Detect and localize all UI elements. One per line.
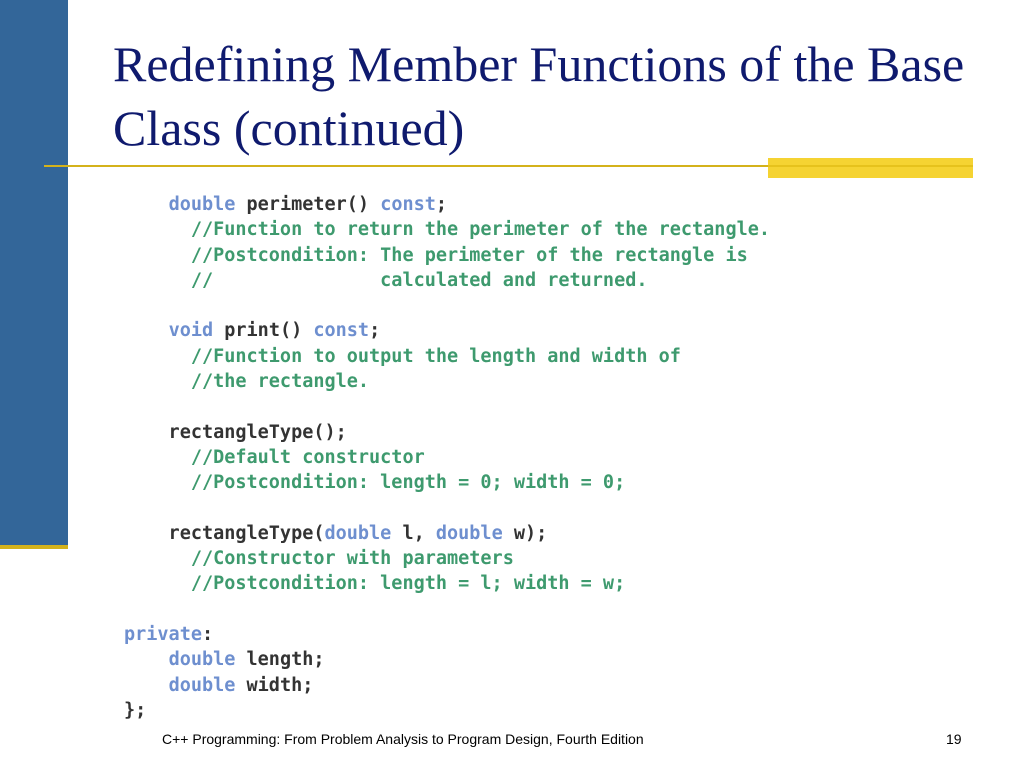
code-text (124, 548, 191, 569)
code-text: }; (124, 699, 147, 721)
code-comment: //Postcondition: length = 0; width = 0; (190, 472, 626, 494)
code-text: width; (235, 674, 314, 696)
code-keyword: const (313, 320, 370, 342)
title-accent-line (768, 165, 973, 167)
code-comment: //Default constructor (190, 446, 425, 468)
code-text (124, 270, 191, 291)
left-sidebar-accent (0, 545, 68, 549)
code-text (124, 472, 191, 493)
code-line: //Postcondition: The perimeter of the re… (124, 243, 984, 268)
code-line (124, 293, 984, 318)
code-comment: //Function to return the perimeter of th… (190, 219, 771, 241)
code-text (124, 675, 169, 696)
code-comment: //Postcondition: length = l; width = w; (190, 573, 626, 595)
code-text (124, 245, 191, 266)
code-text (124, 194, 169, 215)
title-underline (44, 165, 768, 167)
code-line: // calculated and returned. (124, 268, 984, 293)
code-block: double perimeter() const; //Function to … (124, 192, 984, 723)
code-comment: //Postcondition: The perimeter of the re… (190, 244, 748, 266)
code-text (124, 346, 191, 367)
code-line: void print() const; (124, 318, 984, 343)
code-comment: //Function to output the length and widt… (190, 345, 681, 367)
code-text (124, 219, 191, 240)
code-line: //Postcondition: length = l; width = w; (124, 571, 984, 596)
code-line (124, 496, 984, 521)
code-text: : (201, 624, 214, 646)
code-comment: // calculated and returned. (190, 269, 648, 291)
code-line: //Constructor with parameters (124, 546, 984, 571)
code-line (124, 597, 984, 622)
code-text: ; (435, 194, 448, 215)
code-text: ; (369, 320, 381, 342)
code-line: }; (124, 698, 984, 723)
left-sidebar-bar (0, 0, 68, 545)
code-keyword: double (435, 522, 503, 544)
code-text (124, 447, 191, 468)
code-text: print() (213, 320, 314, 342)
code-line: //Postcondition: length = 0; width = 0; (124, 470, 984, 495)
code-text: l, (391, 522, 436, 544)
page-number: 19 (946, 731, 962, 747)
slide-title: Redefining Member Functions of the Base … (113, 36, 965, 156)
slide-footer: C++ Programming: From Problem Analysis t… (162, 731, 644, 747)
code-line: double perimeter() const; (124, 192, 984, 217)
code-line: //the rectangle. (124, 369, 984, 394)
code-text: w); (502, 522, 548, 544)
code-line: //Function to return the perimeter of th… (124, 217, 984, 242)
code-keyword: double (168, 194, 236, 215)
code-text (124, 649, 169, 670)
code-line: //Default constructor (124, 445, 984, 470)
code-line: private: (124, 622, 984, 647)
code-text (124, 371, 191, 392)
code-keyword: void (168, 320, 214, 342)
code-keyword: double (168, 674, 236, 696)
code-text (124, 320, 169, 341)
code-text: rectangleType(); (124, 421, 347, 443)
code-line: rectangleType(double l, double w); (124, 521, 984, 546)
code-comment: //Constructor with parameters (190, 548, 514, 570)
title-accent-bar (768, 158, 973, 178)
code-keyword: double (324, 522, 392, 544)
code-line: double width; (124, 673, 984, 698)
code-keyword: private (124, 624, 202, 646)
code-keyword: const (380, 194, 436, 215)
code-line: rectangleType(); (124, 420, 984, 445)
code-line: double length; (124, 647, 984, 672)
code-text: perimeter() (235, 194, 381, 215)
code-keyword: double (168, 649, 236, 671)
code-line (124, 394, 984, 419)
code-text: length; (235, 649, 325, 671)
code-text (124, 573, 191, 594)
code-comment: //the rectangle. (190, 371, 370, 393)
code-line: //Function to output the length and widt… (124, 344, 984, 369)
code-text: rectangleType( (124, 522, 325, 544)
